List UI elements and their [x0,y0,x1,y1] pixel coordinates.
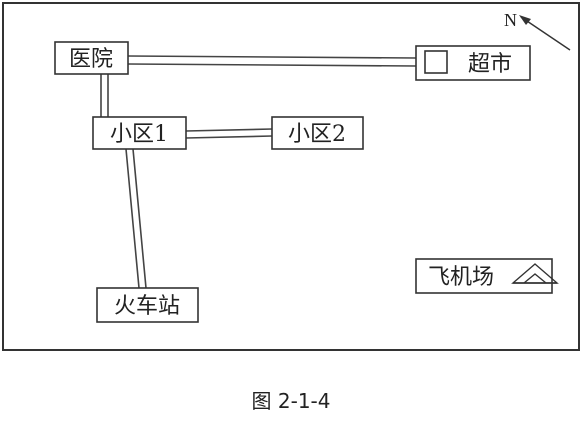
place-community2-label: 小区2 [288,122,346,147]
north-label: N [504,10,517,30]
place-community1: 小区1 [92,116,187,150]
roads [100,55,417,289]
figure-caption: 图 2-1-4 [252,389,331,413]
place-supermarket-label: 超市 [468,52,512,77]
place-community2: 小区2 [271,116,364,150]
road-community1-trainstation [125,148,147,289]
place-train-station: 火车站 [96,287,199,323]
supermarket-icon [424,50,448,74]
road-community1-community2 [185,128,273,139]
place-hospital-label: 医院 [69,47,113,72]
road-hospital-community1 [100,74,109,117]
place-airport-label: 飞机场 [428,265,494,290]
airport-icon [511,263,559,284]
place-supermarket: 超市 [415,45,531,81]
place-hospital: 医院 [54,41,129,75]
north-arrow: N [504,10,571,51]
place-airport: 飞机场 [415,258,559,294]
map-frame [2,2,580,351]
place-train-station-label: 火车站 [114,294,180,319]
place-community1-label: 小区1 [110,122,168,147]
road-hospital-supermarket [127,55,417,67]
